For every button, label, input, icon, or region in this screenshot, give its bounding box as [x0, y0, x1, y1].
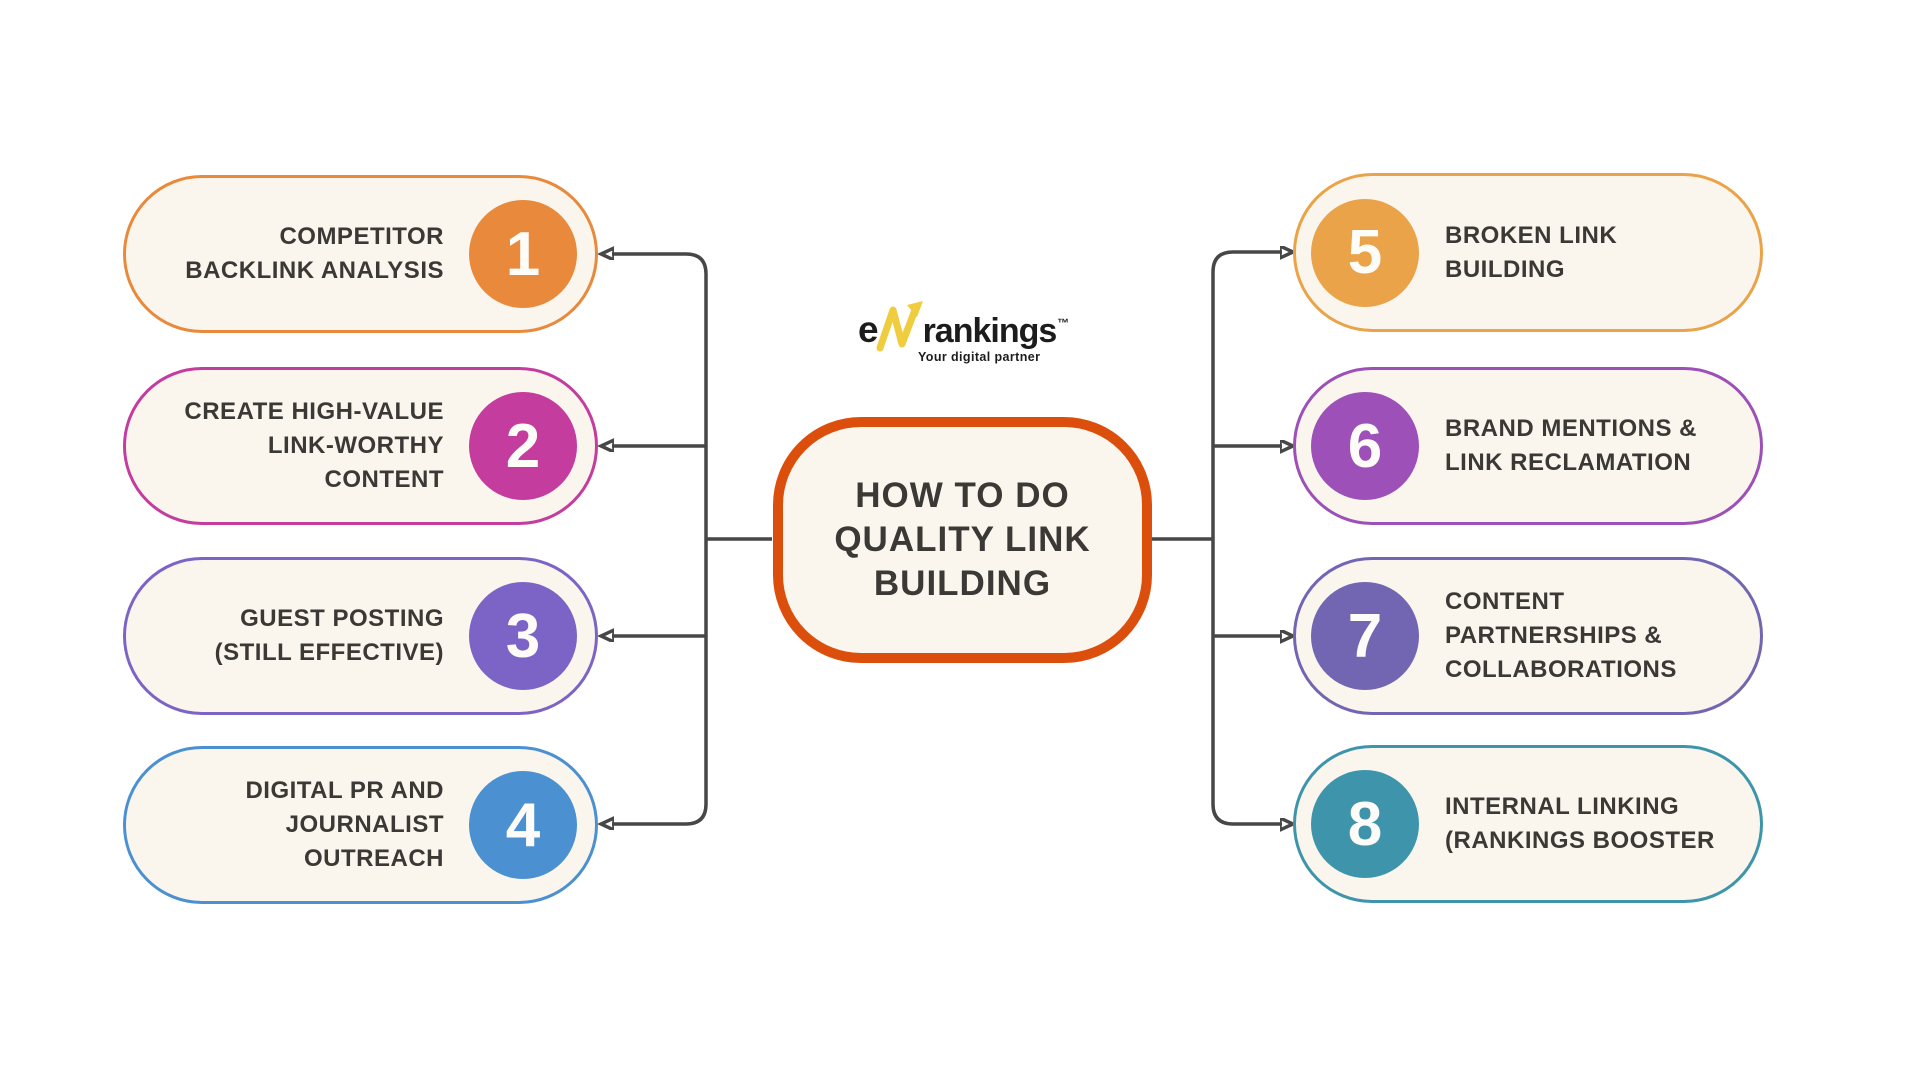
logo-arrow-icon [876, 301, 923, 352]
step-capsule-8: 8 INTERNAL LINKING(RANKINGS BOOSTER [1293, 745, 1763, 903]
step-label: GUEST POSTING(STILL EFFECTIVE) [214, 605, 444, 666]
step-number-badge: 5 [1311, 198, 1419, 307]
logo-tagline: Your digital partner [918, 350, 1041, 364]
step-number-badge: 2 [469, 392, 577, 500]
step-number-badge: 1 [469, 200, 577, 308]
step-number-badge: 3 [469, 582, 577, 690]
step-capsule-3: GUEST POSTING(STILL EFFECTIVE) 3 [123, 557, 598, 715]
logo-letter-e: e [858, 309, 879, 350]
trademark-symbol: ™ [1057, 316, 1070, 330]
step-number-badge: 7 [1311, 582, 1419, 690]
step-label: INTERNAL LINKING(RANKINGS BOOSTER [1445, 793, 1715, 854]
step-number-badge: 6 [1311, 392, 1419, 500]
step-number-badge: 8 [1311, 770, 1419, 878]
logo-wordmark: rankings [922, 312, 1058, 350]
step-capsule-6: 6 BRAND MENTIONS &LINK RECLAMATION [1293, 367, 1763, 525]
ezrankings-logo: e rankings ™ Your digital partner [858, 300, 1069, 364]
logo-row: e rankings ™ [858, 300, 1069, 352]
step-label: BRAND MENTIONS &LINK RECLAMATION [1445, 415, 1697, 476]
step-number-badge: 4 [469, 771, 577, 879]
